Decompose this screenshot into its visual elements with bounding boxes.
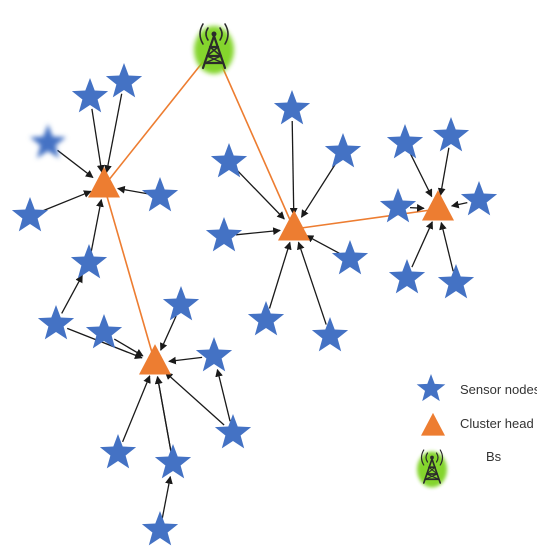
sensor-link-5 [40, 190, 92, 213]
sensor-node-13 [311, 317, 349, 352]
legend-cluster-head-label: Cluster head [460, 416, 534, 431]
sensor-link-4 [117, 185, 149, 195]
sensor-link-15 [437, 147, 450, 196]
sensor-links [40, 93, 468, 519]
sensor-node-25 [99, 434, 137, 469]
cluster-heads [88, 167, 454, 375]
sensor-link-19 [439, 221, 454, 272]
sensor-node-14 [386, 124, 424, 159]
sensor-link-12 [268, 241, 292, 309]
sensor-node-22 [85, 314, 123, 349]
base-station-tower-icon [194, 23, 234, 74]
sensor-node-27 [141, 511, 179, 546]
sensor-link-2 [104, 93, 123, 174]
sensor-node-26 [154, 444, 192, 479]
legend-sensor-label: Sensor nodes [460, 382, 537, 397]
legend: Sensor nodes Cluster head Bs [416, 374, 537, 488]
cluster-head-4 [139, 344, 171, 375]
sensor-link-chain-2 [154, 376, 172, 452]
base-station [194, 23, 234, 74]
sensor-node-2 [105, 63, 143, 98]
legend-radio-tower-icon [417, 449, 447, 488]
sensor-link-10 [235, 227, 281, 236]
legend-bs-label: Bs [486, 449, 502, 464]
sensor-link-chain-3 [161, 475, 173, 519]
sensor-link-18 [411, 221, 433, 268]
sensor-link-14 [409, 153, 433, 198]
legend-star-shape [416, 374, 446, 402]
cluster-head-1 [88, 167, 120, 198]
sensor-node-18 [388, 259, 426, 294]
sensor-link-chain-1 [61, 274, 83, 314]
sensor-link-chain-4 [215, 368, 231, 422]
sensor-node-19 [437, 264, 475, 299]
sensor-link-6 [90, 198, 104, 252]
ch-link-1-bs [103, 47, 215, 187]
sensor-link-20 [160, 315, 177, 351]
ch-link-2-bs [213, 47, 295, 230]
sensor-node-5 [11, 197, 49, 232]
cluster-head-links [103, 47, 439, 364]
sensor-link-7 [289, 120, 298, 216]
sensor-node-6 [70, 244, 108, 279]
sensor-link-8 [236, 170, 285, 220]
sensor-node-9 [324, 133, 362, 168]
sensor-link-17 [409, 204, 425, 212]
sensor-link-21 [66, 327, 143, 359]
sensor-node-10 [205, 217, 243, 252]
cluster-head-3 [422, 190, 454, 221]
legend-triangle-icon [421, 412, 445, 436]
sensor-link-25 [121, 375, 151, 443]
sensor-node-24 [214, 414, 252, 449]
sensor-link-11 [305, 235, 340, 254]
sensor-node-23 [195, 337, 233, 372]
sensor-link-16 [450, 200, 468, 209]
sensor-node-20 [162, 286, 200, 321]
sensor-node-15 [432, 117, 470, 152]
sensor-node-3 [29, 124, 67, 159]
sensor-node-1 [71, 78, 109, 113]
ch-link-3-2 [293, 208, 439, 230]
sensor-link-9 [300, 161, 338, 218]
sensor-node-12 [247, 301, 285, 336]
sensor-node-4 [141, 177, 179, 212]
sensor-nodes [11, 63, 498, 546]
sensor-node-7 [273, 90, 311, 125]
sensor-link-24 [164, 371, 225, 426]
sensor-link-23 [168, 356, 203, 365]
sensor-link-13 [297, 241, 327, 325]
sensor-link-22 [113, 338, 144, 357]
legend-triangle-shape [421, 412, 445, 436]
sensor-node-8 [210, 143, 248, 178]
legend-star-icon [416, 374, 446, 402]
sensor-node-11 [331, 240, 369, 275]
sensor-link-1 [91, 108, 105, 173]
sensor-node-21 [37, 305, 75, 340]
sensor-link-3 [57, 149, 94, 179]
legend-tower-shape [417, 449, 447, 488]
sensor-node-17 [379, 188, 417, 223]
sensor-node-16 [460, 181, 498, 216]
ch-link-4-1 [103, 185, 156, 364]
cluster-head-2 [278, 210, 310, 241]
